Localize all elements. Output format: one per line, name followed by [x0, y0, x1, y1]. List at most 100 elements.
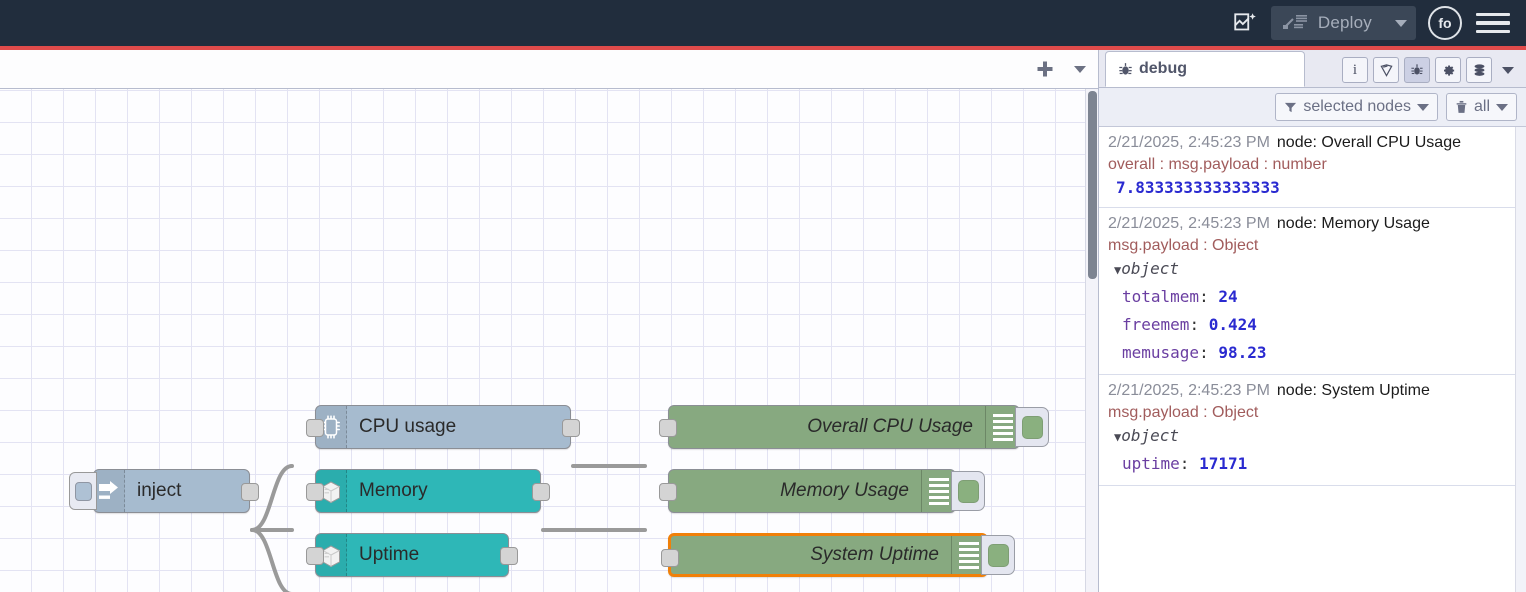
node-output-port[interactable] [241, 483, 259, 501]
debug-message[interactable]: 2/21/2025, 2:45:23 PM node: Memory Usage m… [1099, 208, 1526, 375]
deploy-caret-icon[interactable] [1386, 6, 1416, 40]
node-input-port[interactable] [659, 419, 677, 437]
plus-icon [1037, 61, 1053, 77]
settings-gear-icon[interactable] [1435, 57, 1461, 83]
inject-trigger-button[interactable] [69, 472, 97, 510]
chevron-down-icon [1416, 103, 1429, 111]
flow-node-dbg-uptime[interactable]: System Uptime [661, 533, 1015, 577]
debug-object-value: 0.424 [1208, 315, 1257, 334]
debug-message[interactable]: 2/21/2025, 2:45:23 PM node: System Uptime… [1099, 375, 1526, 486]
flow-node-label: Memory Usage [780, 480, 909, 501]
debug-object-row: totalmem: 24 [1122, 287, 1238, 306]
server-icon [316, 470, 347, 512]
debug-source-node: node: System Uptime [1276, 382, 1430, 399]
flow-node-label: System Uptime [810, 544, 939, 565]
tab-debug-label: debug [1139, 60, 1187, 77]
node-output-port[interactable] [500, 547, 518, 565]
debug-object-toggle[interactable]: ▼object [1114, 259, 1180, 278]
flow-node-inject[interactable]: inject [69, 469, 259, 513]
header-accent-line [0, 46, 1526, 50]
debug-message-header: 2/21/2025, 2:45:23 PM node: Overall CPU U… [1108, 131, 1519, 154]
deploy-button[interactable]: Deploy [1270, 6, 1416, 40]
canvas-vertical-scrollbar[interactable] [1085, 89, 1098, 592]
debug-source-node: node: Overall CPU Usage [1276, 134, 1461, 151]
canvas-scrollbar-thumb[interactable] [1088, 91, 1097, 279]
add-flow-tab-button[interactable] [1028, 50, 1062, 88]
hamburger-menu-icon[interactable] [1476, 8, 1510, 39]
projects-icon[interactable] [1225, 3, 1265, 43]
debug-node-toggle-button[interactable] [981, 535, 1015, 575]
debug-message-header: 2/21/2025, 2:45:23 PM node: System Uptime [1108, 379, 1519, 402]
node-input-port[interactable] [306, 547, 324, 565]
bug-icon [1119, 62, 1132, 75]
node-input-port[interactable] [306, 483, 324, 501]
debug-source-node: node: Memory Usage [1276, 215, 1430, 232]
debug-object-toggle[interactable]: ▼object [1114, 426, 1180, 445]
flow-node-uptime[interactable]: Uptime [306, 533, 518, 577]
debug-timestamp: 2/21/2025, 2:45:23 PM [1108, 382, 1270, 399]
debug-object-row: uptime: 17171 [1122, 454, 1248, 473]
info-icon[interactable]: i [1342, 57, 1368, 83]
debug-topic: msg.payload : Object [1108, 404, 1259, 421]
debug-node-filter-label: selected nodes [1303, 98, 1411, 115]
deploy-main[interactable]: Deploy [1271, 6, 1386, 40]
sidebar-tool-buttons: i [1342, 57, 1526, 87]
deploy-label: Deploy [1317, 13, 1372, 32]
debug-clear-button[interactable]: all [1445, 93, 1517, 121]
debug-object-row: memusage: 98.23 [1122, 343, 1267, 362]
sidebar-tools-caret-icon[interactable] [1497, 57, 1519, 83]
debug-lines-icon [921, 470, 955, 512]
flow-node-cpu[interactable]: CPU usage [306, 405, 580, 449]
debug-node-toggle-button[interactable] [1015, 407, 1049, 447]
flow-node-label: Overall CPU Usage [807, 416, 973, 437]
inject-arrow-icon [94, 470, 125, 512]
flow-node-dbg-memory[interactable]: Memory Usage [659, 469, 985, 513]
debug-timestamp: 2/21/2025, 2:45:23 PM [1108, 134, 1270, 151]
debug-node-filter-button[interactable]: selected nodes [1275, 93, 1438, 121]
sidebar-panel: debug i [1098, 50, 1526, 592]
flow-node-label: CPU usage [359, 416, 457, 437]
sidebar-vertical-scrollbar[interactable] [1515, 127, 1526, 592]
flow-node-label: inject [137, 480, 182, 501]
flow-node-memory[interactable]: Memory [306, 469, 550, 513]
debug-object-value: 98.23 [1218, 343, 1267, 362]
tab-debug[interactable]: debug [1105, 51, 1305, 87]
deploy-flow-icon [1282, 15, 1307, 29]
debug-message[interactable]: 2/21/2025, 2:45:23 PM node: Overall CPU U… [1099, 127, 1526, 208]
debug-clear-label: all [1473, 98, 1490, 115]
debug-object-key: totalmem [1122, 287, 1200, 306]
debug-object-key: freemem [1122, 315, 1190, 334]
debug-node-toggle-button[interactable] [951, 471, 985, 511]
debug-object-value: 24 [1218, 287, 1238, 306]
funnel-icon [1285, 102, 1297, 112]
node-output-port[interactable] [532, 483, 550, 501]
flow-node-label: Uptime [359, 544, 420, 565]
flow-node-dbg-cpu[interactable]: Overall CPU Usage [659, 405, 1049, 449]
user-avatar[interactable]: fo [1428, 6, 1462, 40]
chevron-down-icon [1496, 103, 1508, 111]
flow-tab-list-button[interactable] [1062, 50, 1098, 88]
debug-topic: overall : msg.payload : number [1108, 156, 1327, 173]
debug-topic: msg.payload : Object [1108, 237, 1259, 254]
avatar-initials: fo [1438, 15, 1452, 31]
debug-object-row: freemem: 0.424 [1122, 315, 1257, 334]
help-book-icon[interactable] [1373, 57, 1399, 83]
flow-wires [250, 464, 647, 592]
app-header: Deploy fo [0, 0, 1526, 46]
debug-lines-icon [951, 536, 985, 574]
debug-object-key: memusage [1122, 343, 1200, 362]
debug-filter-bar: selected nodes all [1099, 88, 1526, 127]
debug-message-list[interactable]: 2/21/2025, 2:45:23 PM node: Overall CPU U… [1099, 127, 1526, 592]
node-input-port[interactable] [659, 483, 677, 501]
debug-timestamp: 2/21/2025, 2:45:23 PM [1108, 215, 1270, 232]
node-input-port[interactable] [306, 419, 324, 437]
sidebar-tabbar: debug i [1099, 50, 1526, 88]
context-data-icon[interactable] [1466, 57, 1492, 83]
node-output-port[interactable] [562, 419, 580, 437]
debug-bug-icon[interactable] [1404, 57, 1430, 83]
trash-icon [1456, 100, 1467, 113]
debug-object-value: 17171 [1199, 454, 1248, 473]
node-input-port[interactable] [661, 549, 679, 567]
